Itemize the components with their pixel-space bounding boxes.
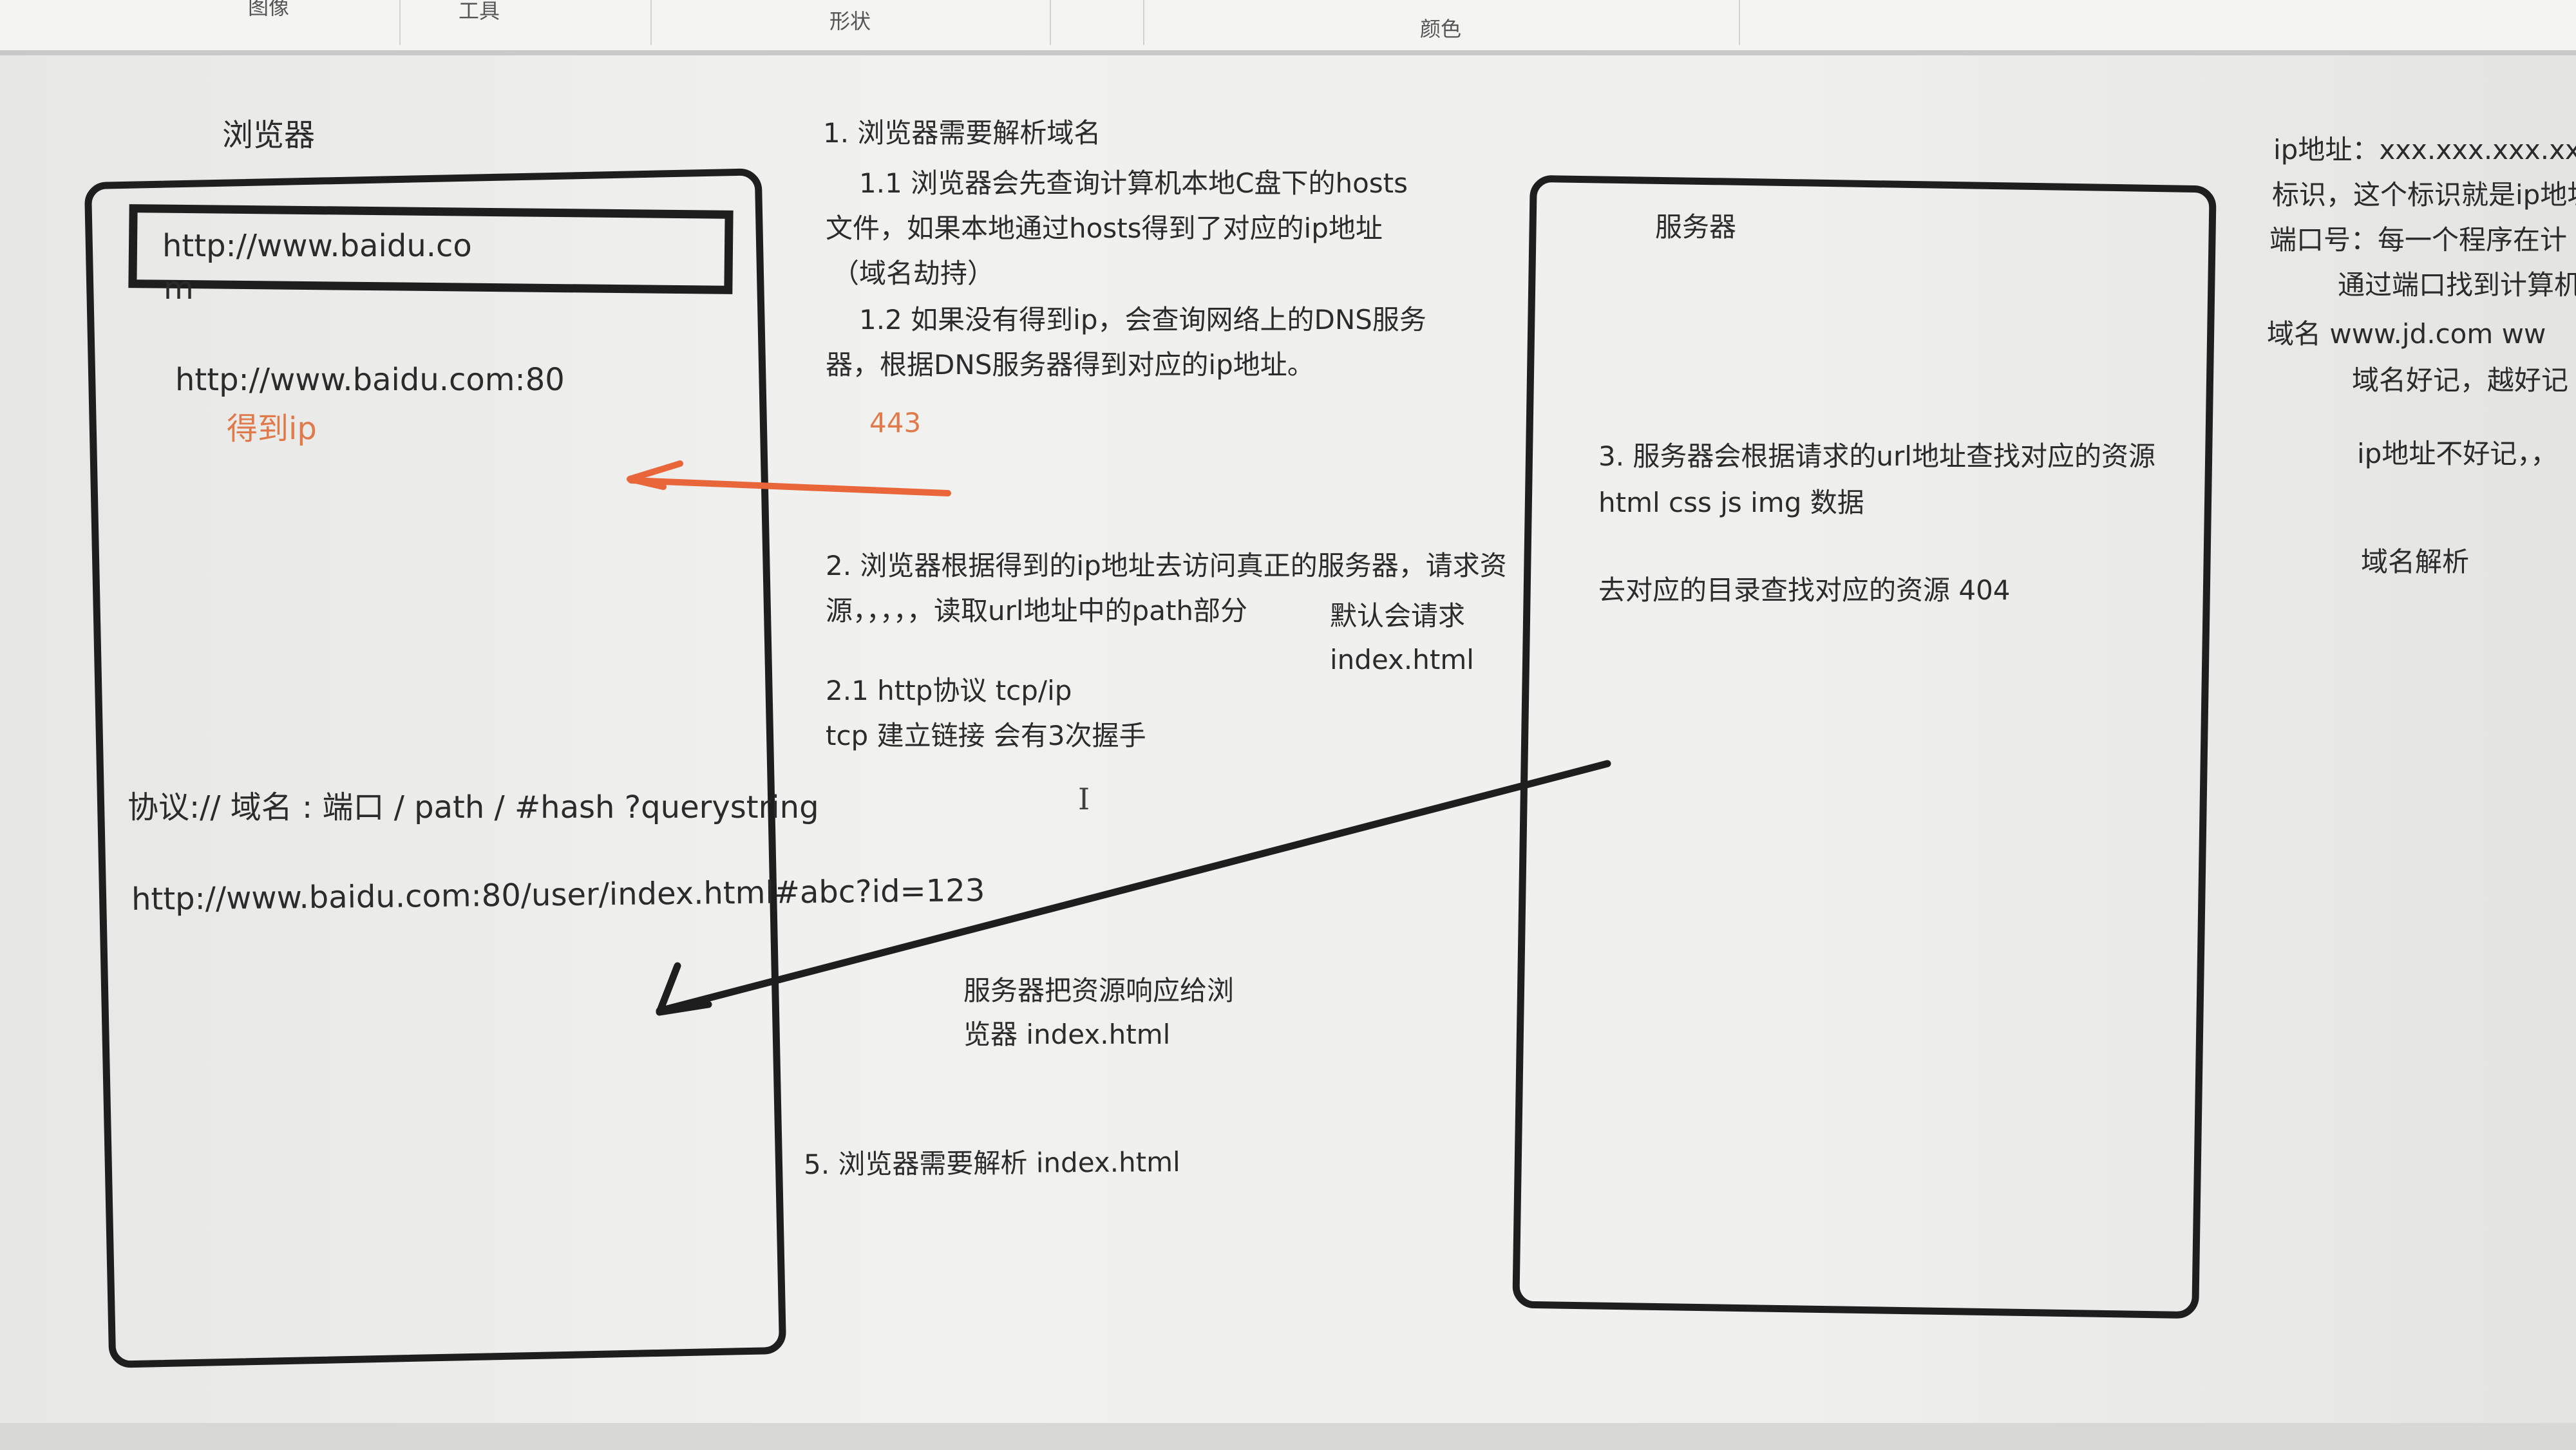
got-ip-label: 得到ip	[227, 411, 317, 447]
address-bar-text-overflow: m	[164, 270, 194, 306]
note-dns: 域名解析	[2361, 546, 2470, 578]
note-ip: ip地址：xxx.xxx.xxx.xxx	[2273, 134, 2576, 165]
orange-arrow	[627, 460, 951, 496]
step-2-line2: 源，，，，，读取url地址中的path部分	[826, 595, 1248, 626]
toolbar-label-shapes[interactable]: 形状	[829, 9, 871, 33]
toolbar-label-tools[interactable]: 工具	[459, 0, 500, 23]
step-1-1-line2: 文件，如果本地通过hosts得到了对应的ip地址	[826, 212, 1383, 244]
note-port-2: 通过端口找到计算机	[2338, 269, 2576, 301]
toolbar-separator	[1739, 0, 1740, 45]
note-port: 端口号：每一个程序在计	[2269, 224, 2568, 256]
step-2-default-line1: 默认会请求	[1330, 600, 1466, 632]
toolbar-separator	[650, 0, 652, 45]
step-3-line3: 去对应的目录查找对应的资源 404	[1598, 574, 2011, 606]
step-2-1-line1: 2.1 http协议 tcp/ip	[826, 675, 1072, 706]
step-1: 1. 浏览器需要解析域名	[823, 117, 1101, 149]
toolbar-label-colors[interactable]: 颜色	[1420, 17, 1462, 41]
step-1-2-line2: 器，根据DNS服务器得到对应的ip地址。	[826, 349, 1314, 381]
note-domain-desc: 域名好记，越好记	[2352, 364, 2569, 396]
toolbar-separator	[1050, 0, 1051, 45]
response-line1: 服务器把资源响应给浏	[963, 975, 1235, 1006]
note-ip-desc: 标识，这个标识就是ip地址	[2272, 179, 2576, 211]
step-3-line2: html css js img 数据	[1598, 487, 1864, 518]
server-title: 服务器	[1655, 211, 1737, 243]
step-2-1-line2: tcp 建立链接 会有3次握手	[826, 720, 1146, 751]
step-1-1-line3: （域名劫持）	[832, 258, 995, 289]
step-1-2-line1: 1.2 如果没有得到ip，会查询网络上的DNS服务	[859, 304, 1426, 335]
address-bar-text: http://www.baidu.co	[162, 228, 472, 264]
step-2-line1: 2. 浏览器根据得到的ip地址去访问真正的服务器，请求资	[826, 550, 1507, 581]
browser-title: 浏览器	[222, 117, 316, 153]
note-domain: 域名 www.jd.com ww	[2267, 318, 2546, 350]
toolbar-separator	[1143, 0, 1144, 45]
url-format: 协议:// 域名 : 端口 / path / #hash ?querystrin…	[128, 789, 819, 825]
toolbar-separator	[399, 0, 401, 45]
note-ip-hard: ip地址不好记，，	[2357, 438, 2558, 469]
black-response-arrow	[656, 760, 1611, 1016]
step-1-1-line1: 1.1 浏览器会先查询计算机本地C盘下的hosts	[859, 167, 1408, 199]
step-3-line1: 3. 服务器会根据请求的url地址查找对应的资源	[1598, 440, 2155, 472]
response-line2: 览器 index.html	[963, 1019, 1171, 1050]
screen-bottom-edge	[0, 1423, 2576, 1450]
text-cursor-icon: I	[1078, 782, 1090, 816]
step-2-default-line2: index.html	[1330, 644, 1474, 675]
ribbon-toolbar: 图像 工具 形状 颜色	[0, 0, 2576, 55]
toolbar-label-image[interactable]: 图像	[248, 0, 290, 19]
port-443: 443	[869, 407, 922, 438]
url-with-port: http://www.baidu.com:80	[175, 362, 565, 398]
